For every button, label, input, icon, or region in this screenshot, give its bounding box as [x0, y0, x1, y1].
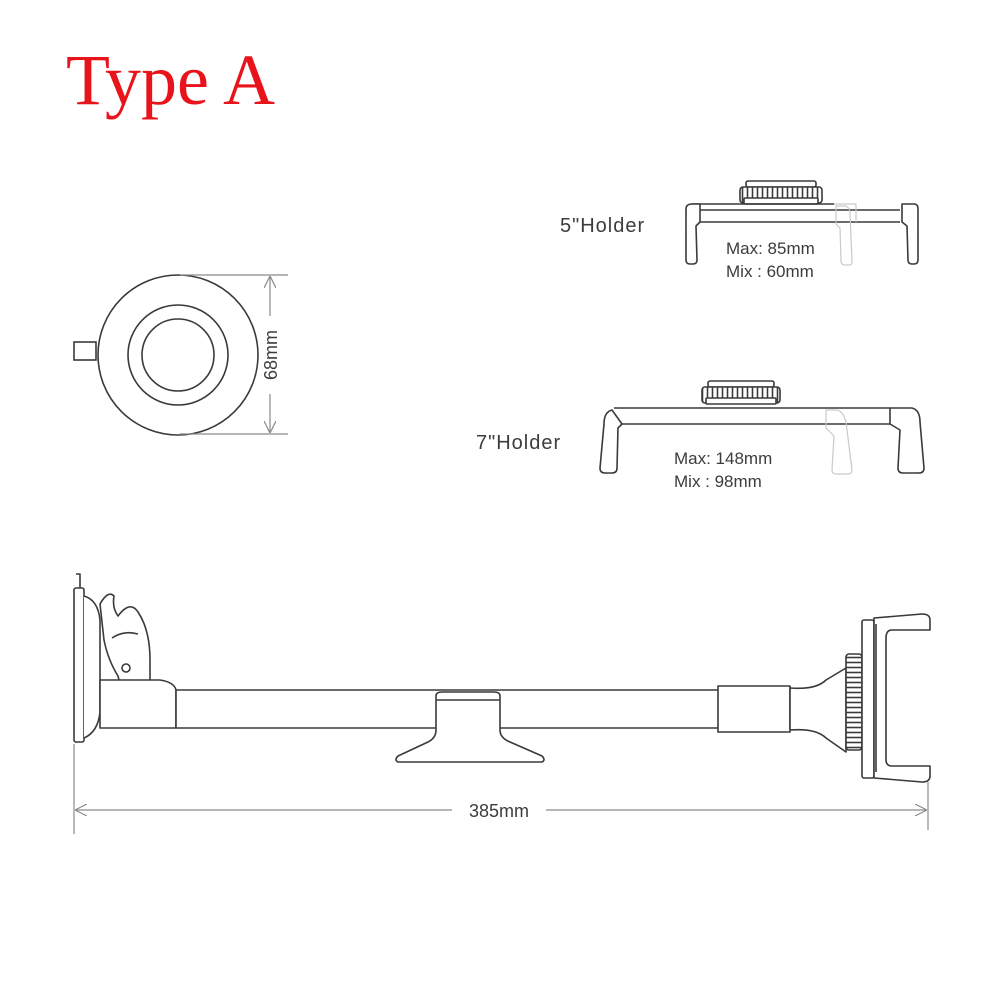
holder-knob-side — [845, 653, 863, 751]
holder-7-min: Mix : 98mm — [674, 472, 762, 491]
suction-cup-top-view — [73, 274, 259, 436]
suction-pad — [73, 587, 85, 743]
middle-foot — [395, 691, 545, 763]
holder-5-max: Max: 85mm — [726, 239, 815, 258]
suction-cup-dimension-label: 68mm — [261, 330, 281, 380]
holder-back-plate — [861, 619, 875, 779]
suction-lever — [99, 593, 151, 685]
holder-7-label: 7"Holder — [476, 432, 561, 454]
suction-cup-inner-ring — [141, 318, 215, 392]
suction-cup-tab — [73, 341, 97, 361]
diagram-title: Type A — [66, 40, 275, 120]
dimension-385 — [73, 744, 929, 834]
holder-5-label: 5"Holder — [560, 215, 645, 237]
holder-7-knob-cap — [707, 380, 775, 388]
suction-cup-outer-ring — [97, 274, 259, 436]
overall-length-label: 385mm — [469, 801, 529, 821]
holder-5-knob-cap — [745, 180, 817, 188]
holder-7-drawing — [599, 380, 925, 475]
holder-7-max: Max: 148mm — [674, 449, 772, 468]
mount-side-view — [73, 573, 931, 783]
arm-sleeve — [717, 685, 791, 733]
dimension-68 — [180, 274, 288, 435]
holder-5-drawing — [685, 180, 919, 266]
suction-cup-middle-ring — [127, 304, 229, 406]
holder-clamp-side — [873, 613, 931, 783]
holder-5-min: Mix : 60mm — [726, 262, 814, 281]
